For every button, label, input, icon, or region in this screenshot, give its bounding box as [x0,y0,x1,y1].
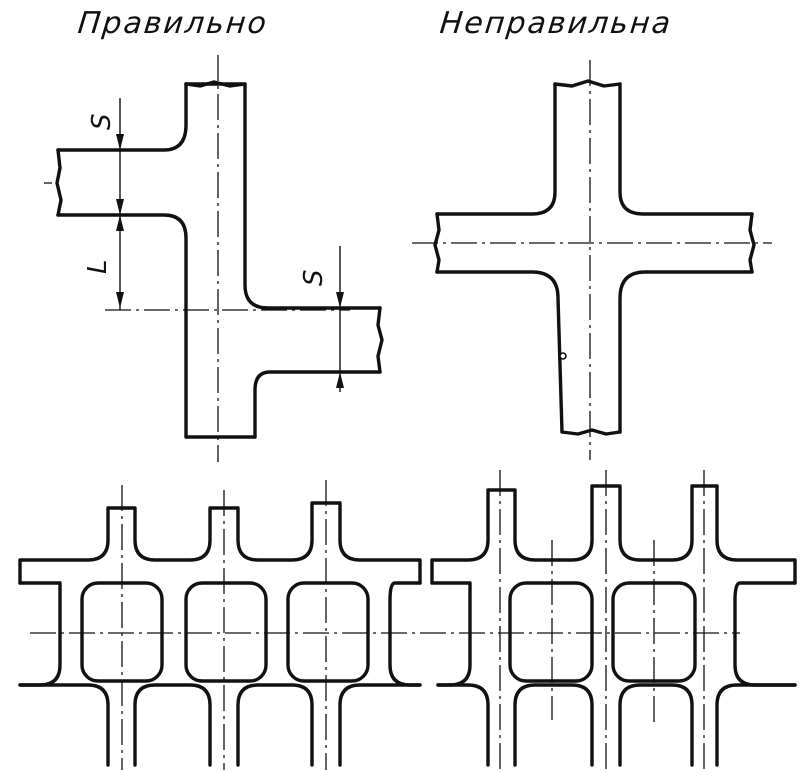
dimension-arrow [336,292,344,308]
dimension-arrow [116,199,124,215]
break-line [553,79,622,88]
dimension-s-top: S [87,113,117,130]
correct-rib-grid [18,480,740,770]
grid-top-edge [18,501,422,585]
grid-cell [286,581,370,683]
dimension-s-right: S [299,269,329,286]
break-line [55,148,63,217]
dimension-l: L [83,260,113,275]
correct-staggered-joint: S L S [44,55,384,462]
incorrect-joint-upper-left-wall [435,82,557,216]
break-line [560,428,622,436]
dimension-arrow [116,134,124,150]
break-line [376,306,384,374]
incorrect-joint-upper-right-wall [618,82,754,216]
grid-cell [184,581,268,683]
grid-right-end [733,581,797,687]
grid-bottom-edge [436,683,797,767]
correct-joint-left-wall [56,213,257,439]
incorrect-joint-lower-left-wall [435,270,564,434]
correct-joint-right-wall [184,82,382,310]
correct-joint-upper-left-wall [56,82,188,152]
incorrect-joint-lower-right-wall [618,270,754,434]
grid-top-edge [430,484,797,585]
grid-left-end [18,581,62,687]
dimension-arrow [336,372,344,388]
grid-left-end [430,581,472,687]
break-line [748,212,756,274]
incorrect-rib-grid [430,470,797,770]
dimension-arrow [116,215,124,231]
break-line [433,212,441,274]
incorrect-cross-joint [412,60,772,460]
correct-joint-lower-right-wall [253,370,382,439]
mark-point [559,352,567,360]
grid-right-end [388,581,422,687]
dimension-arrow [116,292,124,308]
grid-cell [508,581,594,683]
break-line [184,80,247,88]
grid-bottom-edge [18,683,422,767]
